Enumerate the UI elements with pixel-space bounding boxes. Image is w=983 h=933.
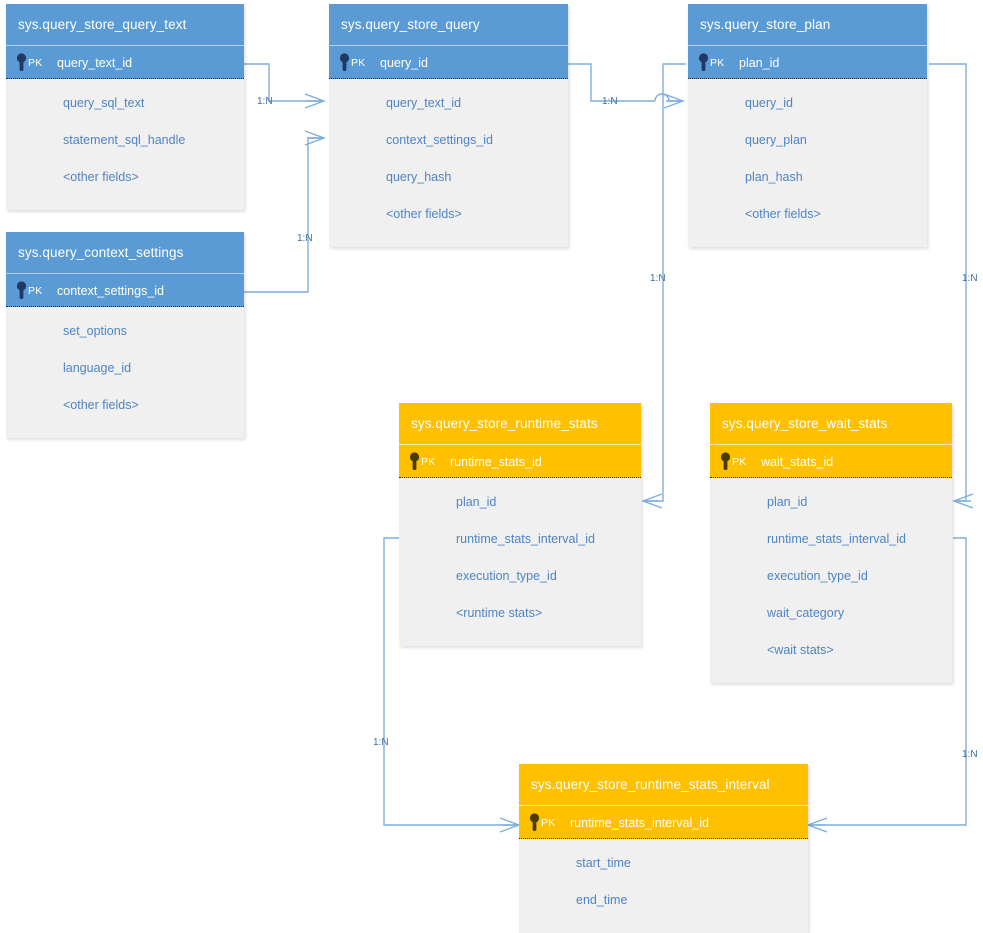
- primary-key-row: PK plan_id: [688, 46, 927, 79]
- field-row: wait_category: [767, 606, 845, 620]
- entity-title: sys.query_store_plan: [688, 4, 927, 46]
- key-cell: PK: [399, 452, 446, 471]
- key-cell: PK: [710, 452, 757, 471]
- relationship-r7: 1:N: [805, 537, 978, 833]
- key-icon: [339, 53, 350, 71]
- key-cell: PK: [688, 53, 735, 72]
- field-row: plan_id: [456, 495, 497, 509]
- field-row: language_id: [63, 361, 132, 375]
- key-cell: PK: [6, 53, 53, 72]
- pk-label: PK: [710, 56, 725, 69]
- pk-label: PK: [28, 284, 43, 297]
- entity-title: sys.query_store_runtime_stats_interval: [519, 764, 808, 806]
- primary-key-name: wait_stats_id: [761, 454, 834, 469]
- primary-key-name: plan_id: [739, 55, 780, 70]
- entity-query-store-wait-stats[interactable]: sys.query_store_wait_stats PK wait_stats…: [710, 403, 952, 683]
- pk-label: PK: [732, 455, 747, 468]
- cardinality-label-r5: 1:N: [962, 273, 978, 284]
- primary-key-name: query_id: [380, 55, 428, 70]
- field-row: <runtime stats>: [456, 606, 543, 620]
- cardinality-label-r1: 1:N: [257, 96, 273, 107]
- field-row: <other fields>: [63, 170, 139, 184]
- field-row: query_sql_text: [63, 96, 145, 110]
- primary-key-name: runtime_stats_id: [450, 454, 542, 469]
- entity-title: sys.query_context_settings: [6, 232, 244, 274]
- field-list: plan_id runtime_stats_interval_id execut…: [399, 478, 641, 646]
- field-list: start_time end_time: [519, 839, 808, 933]
- entity-query-store-query[interactable]: sys.query_store_query PK query_id query_…: [329, 4, 568, 247]
- field-row: runtime_stats_interval_id: [767, 532, 906, 546]
- field-row: start_time: [576, 856, 631, 870]
- key-icon: [698, 53, 709, 71]
- key-icon: [529, 813, 540, 831]
- field-list: set_options language_id <other fields>: [6, 307, 244, 438]
- field-row: query_text_id: [386, 96, 462, 110]
- field-list: query_id query_plan plan_hash <other fie…: [688, 79, 927, 247]
- cardinality-label-r4: 1:N: [650, 273, 666, 284]
- primary-key-row: PK query_text_id: [6, 46, 244, 79]
- pk-label: PK: [28, 56, 43, 69]
- relationship-r6: 1:N: [373, 537, 522, 833]
- field-row: <wait stats>: [767, 643, 834, 657]
- primary-key-row: PK wait_stats_id: [710, 445, 952, 478]
- entity-query-store-runtime-stats[interactable]: sys.query_store_runtime_stats PK runtime…: [399, 403, 641, 646]
- field-row: query_hash: [386, 170, 452, 184]
- field-row: runtime_stats_interval_id: [456, 532, 595, 546]
- primary-key-name: context_settings_id: [57, 283, 165, 298]
- field-row: query_id: [745, 96, 793, 110]
- field-row: execution_type_id: [767, 569, 868, 583]
- field-row: query_plan: [745, 133, 807, 147]
- field-row: set_options: [63, 324, 127, 338]
- pk-label: PK: [421, 455, 436, 468]
- key-icon: [720, 452, 731, 470]
- entity-query-context-settings[interactable]: sys.query_context_settings PK context_se…: [6, 232, 244, 438]
- entity-query-store-plan[interactable]: sys.query_store_plan PK plan_id query_id…: [688, 4, 927, 247]
- field-row: end_time: [576, 893, 628, 907]
- field-row: context_settings_id: [386, 133, 494, 147]
- field-list: query_text_id context_settings_id query_…: [329, 79, 568, 247]
- primary-key-row: PK runtime_stats_id: [399, 445, 641, 478]
- key-icon: [409, 452, 420, 470]
- field-row: <other fields>: [63, 398, 139, 412]
- field-row: plan_hash: [745, 170, 803, 184]
- primary-key-name: runtime_stats_interval_id: [570, 815, 709, 830]
- key-icon: [16, 53, 27, 71]
- entity-title: sys.query_store_runtime_stats: [399, 403, 641, 445]
- field-row: execution_type_id: [456, 569, 557, 583]
- pk-label: PK: [351, 56, 366, 69]
- key-cell: PK: [329, 53, 376, 72]
- field-row: plan_id: [767, 495, 808, 509]
- key-cell: PK: [6, 281, 53, 300]
- relationship-r2: 1:N: [244, 130, 327, 293]
- entity-title: sys.query_store_query: [329, 4, 568, 46]
- primary-key-name: query_text_id: [57, 55, 133, 70]
- relationship-r3: 1:N: [568, 63, 686, 109]
- field-list: query_sql_text statement_sql_handle <oth…: [6, 79, 244, 210]
- entity-title: sys.query_store_wait_stats: [710, 403, 952, 445]
- primary-key-row: PK runtime_stats_interval_id: [519, 806, 808, 839]
- cardinality-label-r6: 1:N: [373, 737, 389, 748]
- key-cell: PK: [519, 813, 566, 832]
- field-row: <other fields>: [386, 207, 462, 221]
- key-icon: [16, 281, 27, 299]
- cardinality-label-r3: 1:N: [602, 96, 618, 107]
- relationship-r5: 1:N: [929, 63, 978, 509]
- pk-label: PK: [541, 816, 556, 829]
- cardinality-label-r7: 1:N: [962, 749, 978, 760]
- entity-title: sys.query_store_query_text: [6, 4, 244, 46]
- primary-key-row: PK context_settings_id: [6, 274, 244, 307]
- relationship-r1: 1:N: [244, 63, 327, 109]
- field-row: <other fields>: [745, 207, 821, 221]
- entity-query-store-query-text[interactable]: sys.query_store_query_text PK query_text…: [6, 4, 244, 210]
- field-row: statement_sql_handle: [63, 133, 186, 147]
- field-list: plan_id runtime_stats_interval_id execut…: [710, 478, 952, 683]
- entity-query-store-runtime-stats-interval[interactable]: sys.query_store_runtime_stats_interval P…: [519, 764, 808, 933]
- primary-key-row: PK query_id: [329, 46, 568, 79]
- relationship-r4: 1:N: [640, 63, 686, 509]
- cardinality-label-r2: 1:N: [297, 233, 313, 244]
